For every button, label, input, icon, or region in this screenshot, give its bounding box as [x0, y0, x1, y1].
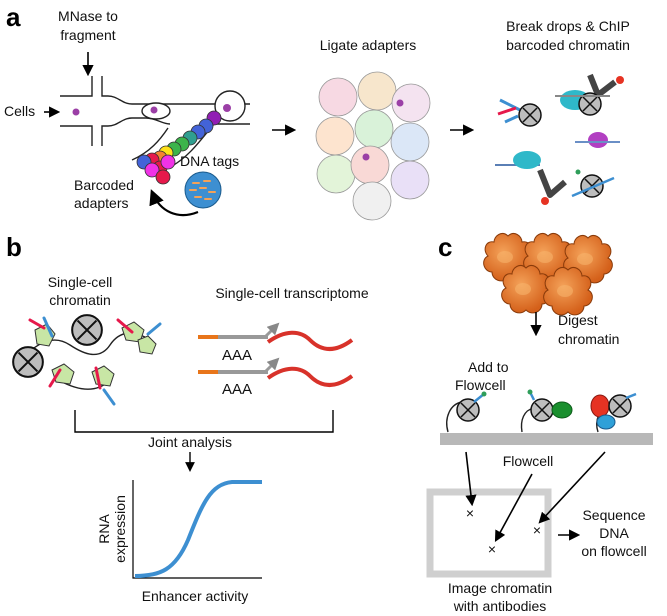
mnase-text: MNase to [58, 8, 118, 24]
ligate-label: Ligate adapters [320, 37, 417, 53]
add-label-1: Add to [468, 359, 509, 375]
flowcell-surface [440, 433, 653, 445]
x-mark-1: × [466, 505, 474, 521]
plot-ylabel-2: expression [112, 495, 128, 563]
x-mark-2: × [488, 541, 496, 557]
polyA-label-1: AAA [222, 347, 252, 364]
digest-label-1: Digest [558, 312, 598, 328]
break-label-2: barcoded chromatin [506, 37, 630, 53]
sc-transcriptome-label: Single-cell transcriptome [215, 285, 368, 301]
microfluidic-channel [60, 76, 250, 167]
add-label-2: Flowcell [455, 377, 506, 393]
sequence-label-1: Sequence [582, 507, 645, 523]
mnase-annotation: MNase to fragment [58, 8, 118, 77]
return-arrow [149, 189, 199, 217]
nuclei-cluster [483, 233, 613, 316]
image-arrow-2 [494, 473, 533, 542]
polyA-label-2: AAA [222, 381, 252, 398]
joint-analysis-label: Joint analysis [148, 434, 232, 450]
droplet-cell-dot [396, 99, 404, 107]
joint-bracket [74, 410, 334, 433]
single-cell-chromatin [12, 314, 162, 406]
barcoded-label: Barcoded [74, 177, 134, 193]
transcript-1 [198, 322, 354, 351]
droplet-array [315, 71, 431, 221]
transcript-2 [198, 357, 354, 387]
digest-label-2: chromatin [558, 331, 619, 347]
barcoded-beads [136, 110, 222, 185]
break-label-1: Break drops & ChIP [506, 18, 630, 34]
x-mark-3: × [533, 522, 541, 538]
panel-a-label: a [6, 2, 21, 32]
droplet-cell-dot [362, 153, 370, 161]
plot-xlabel: Enhancer activity [142, 588, 249, 604]
plot-axes [132, 480, 262, 579]
dna-tags-bead [184, 171, 222, 209]
image-label-1: Image chromatin [448, 580, 552, 596]
image-arrow-3 [538, 451, 606, 524]
sc-chromatin-label-2: chromatin [49, 292, 110, 308]
image-label-2: with antibodies [453, 598, 547, 614]
flowcell-bound-chromatin [446, 389, 637, 433]
panel-c-label: c [438, 232, 452, 262]
activity-plot: RNA expression Enhancer activity [96, 480, 262, 604]
cell-dot [150, 106, 158, 114]
sc-chromatin-label-1: Single-cell [48, 274, 113, 290]
sequence-label-2: DNA [599, 525, 629, 541]
cell-dot [223, 104, 231, 112]
chip-chromatin-cluster [495, 73, 624, 205]
plot-ylabel-1: RNA [96, 514, 112, 544]
adapters-label: adapters [74, 195, 128, 211]
sequence-label-3: on flowcell [581, 543, 646, 559]
imaging-frame [426, 488, 552, 578]
flowcell-label: Flowcell [503, 453, 554, 469]
dna-tags-label: DNA tags [180, 153, 239, 169]
cell-dot [72, 108, 80, 116]
fragment-text: fragment [60, 27, 115, 43]
image-arrow-1 [465, 451, 477, 507]
sigmoid-curve [134, 480, 262, 578]
cells-label: Cells [4, 103, 35, 119]
panel-b-label: b [6, 232, 22, 262]
